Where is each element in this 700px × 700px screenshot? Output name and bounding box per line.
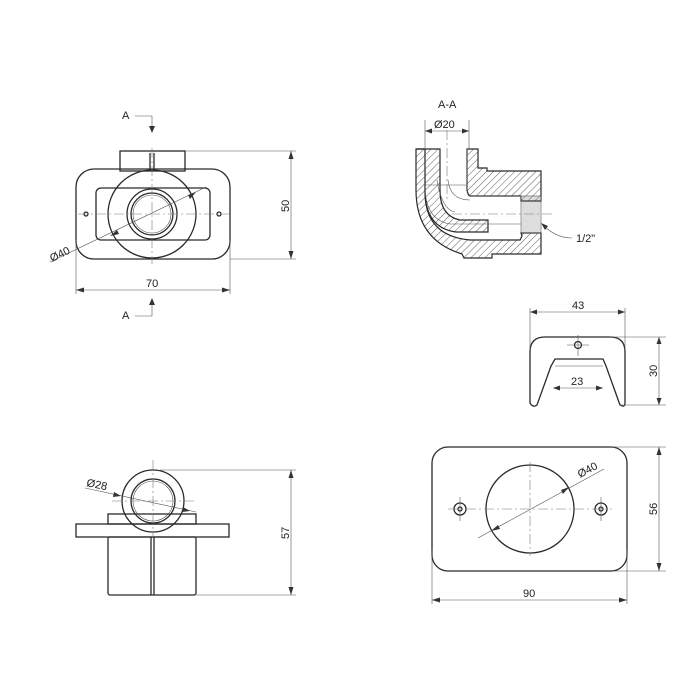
dim-thread: 1/2" xyxy=(576,233,595,245)
dim-diameter-20: Ø20 xyxy=(434,119,455,131)
dim-inner-width-23: 23 xyxy=(571,376,583,388)
dim-width-43: 43 xyxy=(572,300,584,312)
dim-diameter-40: Ø40 xyxy=(48,245,72,265)
section-marker-bottom: A xyxy=(122,310,130,322)
dim-height-57: 57 xyxy=(280,527,292,539)
dim-height-30: 30 xyxy=(648,365,660,377)
front-view: A A 70 50 Ø40 xyxy=(48,110,296,322)
section-marker-top: A xyxy=(122,110,130,122)
dim-diameter-28: Ø28 xyxy=(85,477,108,493)
dim-width-90: 90 xyxy=(523,588,535,600)
section-view-a-a: A-A Ø20 1/2" xyxy=(415,99,595,259)
dim-height-56: 56 xyxy=(648,503,660,515)
section-label: A-A xyxy=(438,99,457,111)
plate-view: Ø40 90 56 xyxy=(431,446,666,604)
dim-width-70: 70 xyxy=(146,278,158,290)
bottom-view: Ø28 57 xyxy=(75,460,296,596)
side-profile-view: 43 23 30 xyxy=(529,300,666,407)
dim-height-50: 50 xyxy=(280,200,292,212)
